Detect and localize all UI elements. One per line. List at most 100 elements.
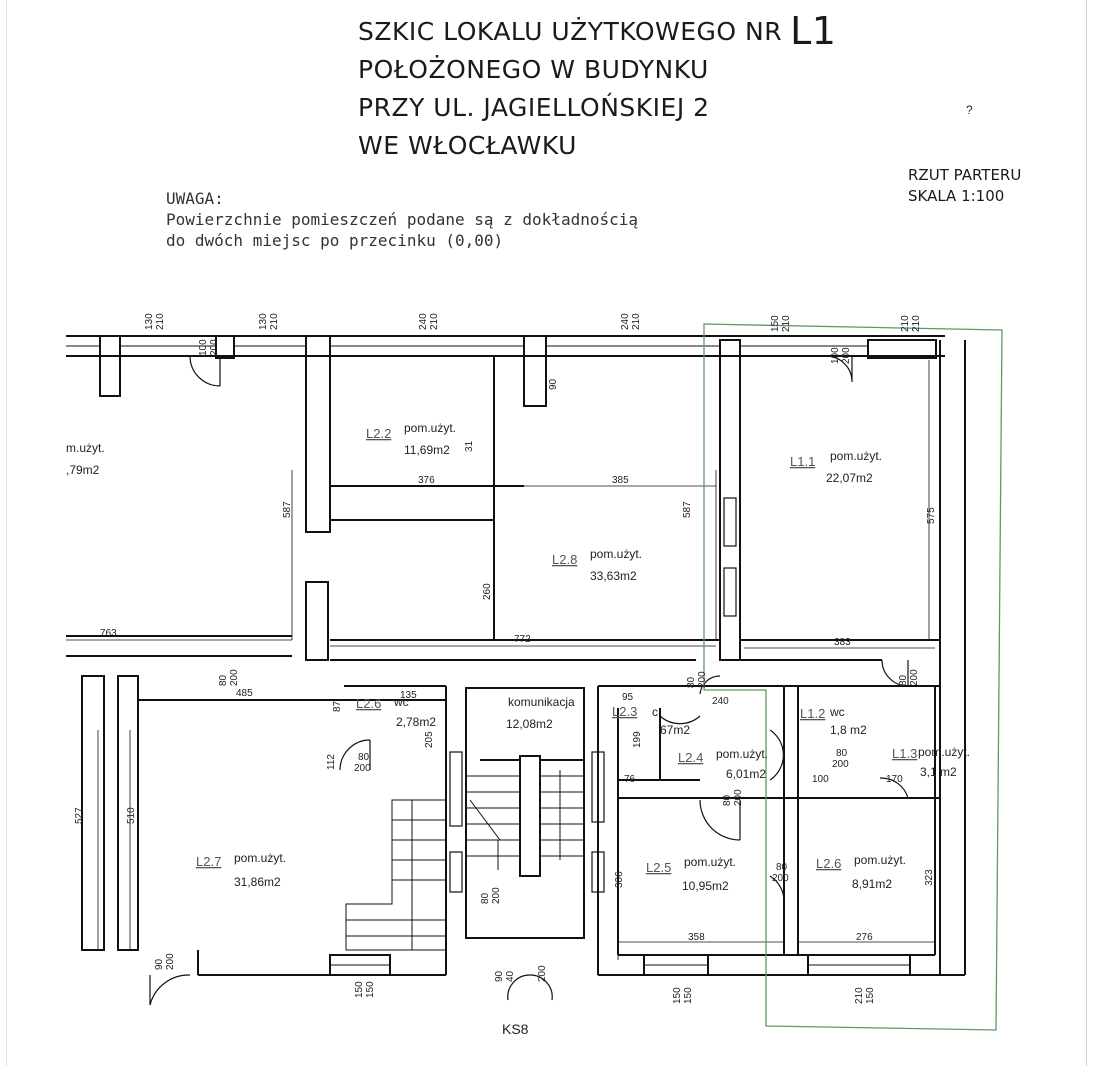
dim-label: 200 — [841, 347, 852, 364]
room-l1-1: L1.1 pom.użyt. 22,07m2 — [790, 449, 882, 485]
room-id: L2.3 — [612, 704, 637, 719]
room-label: pom.użyt. — [684, 855, 736, 869]
dim-label: 150 — [770, 315, 781, 332]
room-label: pom.użyt. — [234, 851, 286, 865]
dim-label: 200 — [772, 873, 789, 884]
room-area: 11,69m2 — [404, 443, 450, 457]
dim-label: 385 — [612, 475, 629, 486]
dim-label: 210 — [900, 315, 911, 332]
room-l2-6: L2.6 pom.użyt. 8,91m2 — [816, 853, 906, 891]
room-label: pom.użyt. — [830, 449, 882, 463]
room-label: pom.użyt. — [404, 421, 456, 435]
vent-ducts — [449, 497, 737, 893]
door-swings — [149, 355, 909, 1006]
room-l2-7: L2.7 pom.użyt. 31,86m2 — [196, 851, 286, 889]
note-block: UWAGA: Powierzchnie pomieszczeń podane s… — [166, 188, 638, 251]
dim-label: 80 — [358, 752, 370, 763]
dim-label: 240 — [418, 313, 429, 330]
room-id: L1.1 — [790, 454, 815, 469]
room-id: L2.6 — [816, 856, 841, 871]
dim-label: 323 — [924, 869, 935, 886]
room-l2-2: L2.2 pom.użyt. 11,69m2 — [366, 421, 456, 457]
room-id: L2.6 — [356, 696, 381, 711]
note-heading: UWAGA: — [166, 189, 224, 208]
dim-label: 383 — [834, 637, 851, 648]
dim-label: 87 — [332, 700, 343, 712]
dim-label: 80 — [722, 794, 733, 806]
dim-label: 205 — [424, 731, 435, 748]
floor-label: RZUT PARTERU — [908, 166, 1022, 184]
dim-label: 200 — [491, 887, 502, 904]
dim-label: 200 — [165, 953, 176, 970]
scan-edge-left — [6, 0, 7, 1066]
dim-label: 763 — [100, 628, 117, 639]
dim-label: 170 — [886, 774, 903, 785]
room-area: 31,86m2 — [234, 875, 281, 889]
dim-label: 210 — [429, 313, 440, 330]
dim-label: 135 — [400, 690, 417, 701]
dim-label: 210 — [781, 315, 792, 332]
dim-label: 90 — [494, 970, 505, 982]
room-id: L2.4 — [678, 750, 703, 765]
dim-label: 210 — [854, 987, 865, 1004]
room-label: m.użyt. — [66, 441, 105, 455]
room-label: wc — [393, 695, 409, 709]
dim-label: 510 — [126, 807, 137, 824]
dim-label: 210 — [911, 315, 922, 332]
room-l2-3: L2.3 c 67m2 — [612, 704, 690, 737]
note-line-1: Powierzchnie pomieszczeń podane są z dok… — [166, 210, 639, 229]
dim-label: 150 — [354, 981, 365, 998]
room-l2-4: L2.4 pom.użyt. 6,01m2 — [678, 747, 768, 781]
stair-treads — [345, 770, 584, 951]
room-area: 67m2 — [660, 723, 690, 737]
dim-label: 306 — [614, 871, 625, 888]
dim-label: 80 — [218, 674, 229, 686]
unit-l1-outline — [703, 323, 1003, 1031]
title-text: SZKIC LOKALU UŻYTKOWEGO NR — [358, 17, 783, 46]
dim-label: 199 — [632, 731, 643, 748]
dim-label: 80 — [776, 862, 788, 873]
dim-label: 200 — [697, 671, 708, 688]
room-area: 10,95m2 — [682, 879, 729, 893]
dim-label: 210 — [155, 313, 166, 330]
room-l2-6-wc: L2.6 wc 2,78m2 — [356, 695, 436, 729]
room-id: L2.5 — [646, 860, 671, 875]
title-line-4: WE WŁOCŁAWKU — [358, 131, 577, 160]
dimension-lines — [66, 360, 935, 960]
dim-label: 112 — [326, 754, 337, 770]
room-area: 33,63m2 — [590, 569, 637, 583]
room-area: 8,91m2 — [852, 877, 892, 891]
dim-label: 80 — [836, 748, 848, 759]
room-area: 12,08m2 — [506, 717, 553, 731]
dim-label: 485 — [236, 688, 253, 699]
scan-edge-right — [1086, 0, 1087, 1066]
dim-label: 100 — [830, 347, 841, 364]
room-area: 1,8 m2 — [830, 723, 867, 737]
dim-label: 260 — [482, 583, 493, 600]
room-label: pom.użyt. — [918, 745, 970, 759]
room-label: komunikacja — [508, 695, 575, 709]
room-label: pom.użyt. — [716, 747, 768, 761]
corner-mark: ? — [966, 103, 973, 117]
title-line-2: POŁOŻONEGO W BUDYNKU — [358, 55, 709, 84]
dim-label: 200 — [909, 669, 920, 686]
dim-label: 76 — [624, 774, 636, 785]
room-label: pom.użyt. — [854, 853, 906, 867]
dim-label: 210 — [269, 313, 280, 330]
dim-label: 210 — [631, 313, 642, 330]
dim-label: 150 — [683, 987, 694, 1004]
dim-label: 150 — [865, 987, 876, 1004]
dim-label: 200 — [832, 759, 849, 770]
dim-label: 527 — [74, 807, 85, 824]
scale-label: SKALA 1:100 — [908, 187, 1005, 205]
room-l2-8: L2.8 pom.użyt. 33,63m2 — [552, 547, 642, 583]
dim-label: 200 — [537, 965, 548, 982]
unit-number: L1 — [790, 9, 837, 53]
room-label: c — [652, 705, 658, 719]
dim-label: 150 — [365, 981, 376, 998]
stamp-kss: KS8 — [502, 1021, 529, 1037]
dim-label: 100 — [198, 339, 209, 356]
dim-label: 150 — [672, 987, 683, 1004]
